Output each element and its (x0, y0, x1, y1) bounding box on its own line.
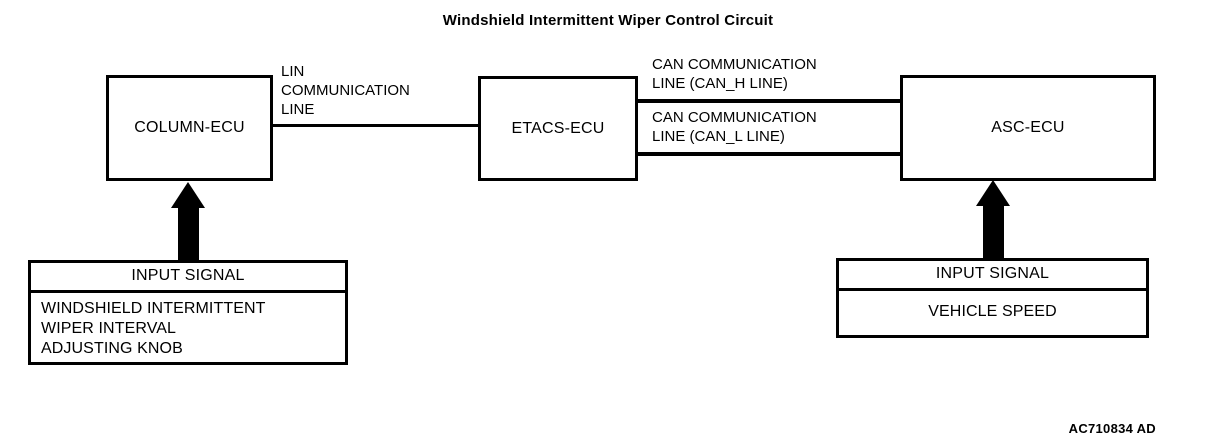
input-signal-right-header: INPUT SIGNAL (839, 261, 1146, 291)
input-signal-left-header: INPUT SIGNAL (31, 263, 345, 293)
can-h-line-label: CAN COMMUNICATION LINE (CAN_H LINE) (652, 56, 817, 92)
input-signal-box-left: INPUT SIGNAL WINDSHIELD INTERMITTENT WIP… (28, 260, 348, 365)
can-h-communication-wire (636, 99, 902, 103)
input-signal-box-right: INPUT SIGNAL VEHICLE SPEED (836, 258, 1149, 338)
input-signal-arrow-right-shaft (983, 205, 1004, 259)
lin-communication-wire (271, 124, 480, 127)
input-signal-arrow-right-head (976, 180, 1010, 206)
node-asc-ecu-label: ASC-ECU (991, 119, 1065, 136)
document-reference-code: AC710834 AD (1068, 421, 1156, 436)
can-l-communication-wire (636, 152, 902, 156)
input-signal-arrow-left-shaft (178, 207, 199, 261)
node-column-ecu: COLUMN-ECU (106, 75, 273, 181)
lin-line-label: LIN COMMUNICATION LINE (281, 63, 410, 118)
node-etacs-ecu-label: ETACS-ECU (511, 119, 605, 137)
node-asc-ecu: ASC-ECU (900, 75, 1156, 181)
diagram-title: Windshield Intermittent Wiper Control Ci… (442, 12, 774, 29)
input-signal-right-body: VEHICLE SPEED (928, 303, 1057, 320)
node-column-ecu-label: COLUMN-ECU (134, 119, 245, 136)
input-signal-left-body: WINDSHIELD INTERMITTENT WIPER INTERVAL A… (41, 300, 266, 357)
node-etacs-ecu: ETACS-ECU (478, 76, 638, 181)
input-signal-arrow-left-head (171, 182, 205, 208)
can-l-line-label: CAN COMMUNICATION LINE (CAN_L LINE) (652, 109, 817, 145)
